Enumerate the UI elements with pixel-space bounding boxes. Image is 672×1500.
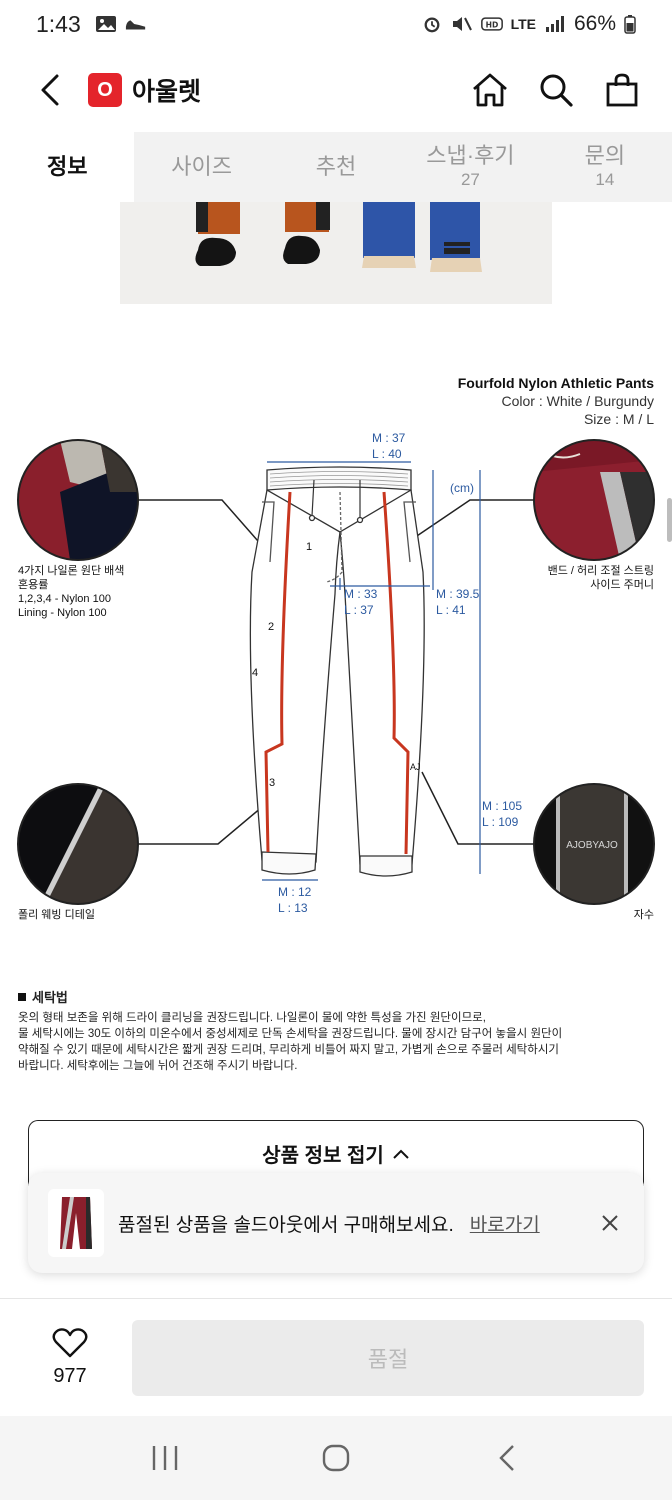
callout-fabric-shell: 1,2,3,4 - Nylon 100 bbox=[18, 593, 111, 605]
home-nav-button[interactable] bbox=[306, 1433, 366, 1483]
wash-line: 바랍니다. 세탁후에는 그늘에 뉘어 건조해 주시기 바랍니다. bbox=[18, 1060, 298, 1072]
tab-recommend[interactable]: 추천 bbox=[315, 153, 357, 179]
pants-drawing bbox=[249, 466, 425, 877]
recent-apps-button[interactable] bbox=[135, 1433, 195, 1483]
hem-l: L : 13 bbox=[278, 901, 308, 915]
toast-message: 품절된 상품을 솔드아웃에서 구매해보세요. bbox=[118, 1214, 454, 1236]
battery-label: 66% bbox=[573, 12, 616, 35]
panel-number: 4 bbox=[252, 667, 258, 679]
hd-icon: HD bbox=[480, 17, 503, 31]
soldout-button[interactable]: 품절 bbox=[132, 1319, 644, 1396]
waistband-detail-image bbox=[533, 439, 655, 561]
diagram-heading: Fourfold Nylon Athletic Pants Color : Wh… bbox=[458, 374, 654, 428]
wash-title: 세탁법 bbox=[18, 990, 654, 1006]
search-button[interactable] bbox=[536, 70, 576, 110]
home-button[interactable] bbox=[470, 70, 510, 110]
product-size: Size : M / L bbox=[583, 411, 654, 427]
hem-m: M : 12 bbox=[278, 885, 312, 899]
toast-product-thumbnail bbox=[48, 1189, 104, 1257]
back-nav-button[interactable] bbox=[477, 1433, 537, 1483]
rise-l: L : 41 bbox=[436, 603, 466, 617]
recent-apps-icon bbox=[153, 1446, 178, 1470]
app-header: O 아울렛 bbox=[0, 48, 672, 132]
panel-number: 2 bbox=[268, 621, 274, 633]
product-detail-content: Fourfold Nylon Athletic Pants Color : Wh… bbox=[0, 202, 672, 1298]
callout-embroidery: 자수 bbox=[634, 908, 654, 921]
toast-goto-link[interactable]: 바로가기 bbox=[469, 1214, 540, 1236]
back-button[interactable] bbox=[30, 70, 70, 110]
close-icon bbox=[602, 1215, 618, 1231]
battery-icon bbox=[624, 15, 636, 34]
callout-webbing: 폴리 웨빙 디테일 bbox=[18, 907, 95, 921]
thigh-l: L : 37 bbox=[344, 603, 374, 617]
shoe-icon bbox=[125, 20, 145, 30]
red-piping-right bbox=[382, 491, 410, 855]
chevron-left-icon bbox=[41, 74, 59, 106]
callout-band: 밴드 / 허리 조절 스트링 bbox=[548, 564, 654, 577]
status-bar: 1:43 HD LTE 66% bbox=[0, 0, 672, 48]
length-m: M : 105 bbox=[482, 799, 522, 813]
tab-info[interactable]: 정보 bbox=[0, 132, 135, 202]
mute-icon bbox=[452, 17, 472, 31]
callout-pocket: 사이드 주머니 bbox=[590, 578, 654, 591]
panel-number: 3 bbox=[269, 777, 275, 789]
logo-text: 아울렛 bbox=[132, 78, 202, 106]
wash-instructions: 세탁법 옷의 형태 보존을 위해 드라이 클리닝을 권장드립니다. 나일론이 물… bbox=[18, 990, 654, 1074]
review-count: 27 bbox=[460, 170, 480, 190]
callout-fabric-title: 4가지 나일론 원단 배색 bbox=[18, 563, 124, 577]
waist-m: M : 37 bbox=[372, 431, 406, 445]
home-circle-icon bbox=[322, 1444, 350, 1472]
toast-close-button[interactable] bbox=[596, 1209, 624, 1237]
red-piping-left bbox=[264, 491, 292, 853]
logo-badge: O bbox=[88, 73, 122, 107]
heart-icon bbox=[52, 1328, 88, 1358]
unit-label: (cm) bbox=[450, 481, 474, 495]
back-arrow-icon bbox=[498, 1445, 514, 1471]
system-nav-bar bbox=[0, 1416, 672, 1500]
fabric-detail-image bbox=[17, 439, 139, 561]
purchase-bar: 977 품절 bbox=[0, 1298, 672, 1416]
panel-number: 1 bbox=[306, 541, 312, 553]
shopping-bag-icon bbox=[606, 73, 638, 107]
gallery-icon bbox=[95, 16, 116, 32]
alarm-icon bbox=[424, 17, 439, 33]
network-label: LTE bbox=[510, 16, 536, 32]
svg-text:HD: HD bbox=[485, 20, 498, 29]
like-count: 977 bbox=[53, 1365, 87, 1387]
webbing-detail-image bbox=[17, 783, 139, 905]
wash-line: 옷의 형태 보존을 위해 드라이 클리닝을 권장드립니다. 나일론이 물에 약한… bbox=[18, 1012, 486, 1024]
wash-line: 물 세탁시에는 30도 이하의 미온수에서 중성세제로 단독 손세탁을 권장드립… bbox=[18, 1028, 563, 1040]
wash-line: 약해질 수 있기 때문에 세탁시간은 짧게 권장 드리며, 무리하게 비틀어 짜… bbox=[18, 1044, 559, 1056]
scrollbar[interactable] bbox=[667, 498, 672, 542]
product-color: Color : White / Burgundy bbox=[501, 393, 654, 409]
callout-fabric-blend: 혼용률 bbox=[18, 578, 48, 591]
waist-l: L : 40 bbox=[372, 447, 402, 461]
embroidery-detail-image: AJOBYAJO bbox=[533, 783, 655, 905]
rise-m: M : 39.5 bbox=[436, 587, 480, 601]
soldout-toast[interactable]: 품절된 상품을 솔드아웃에서 구매해보세요. 바로가기 bbox=[28, 1173, 644, 1273]
like-button[interactable]: 977 bbox=[28, 1327, 112, 1388]
outlet-logo[interactable]: O 아울렛 bbox=[88, 72, 201, 108]
cart-button[interactable] bbox=[602, 70, 642, 110]
hem-tag: AJ bbox=[410, 762, 421, 772]
inquiry-count: 14 bbox=[595, 170, 615, 190]
tab-size[interactable]: 사이즈 bbox=[171, 153, 232, 179]
model-photo bbox=[120, 202, 552, 304]
product-name: Fourfold Nylon Athletic Pants bbox=[457, 375, 654, 391]
callout-fabric-lining: Lining - Nylon 100 bbox=[18, 607, 107, 619]
size-diagram: AJOBYAJO bbox=[17, 431, 655, 921]
home-icon bbox=[473, 73, 507, 107]
thigh-m: M : 33 bbox=[344, 587, 378, 601]
status-time: 1:43 bbox=[36, 10, 81, 37]
length-l: L : 109 bbox=[482, 815, 519, 829]
signal-icon bbox=[545, 16, 564, 32]
collapse-info-label: 상품 정보 접기 bbox=[262, 1145, 384, 1167]
search-icon bbox=[540, 74, 573, 107]
chevron-up-icon bbox=[393, 1149, 409, 1159]
embroidery-text: AJOBYAJO bbox=[566, 840, 618, 851]
